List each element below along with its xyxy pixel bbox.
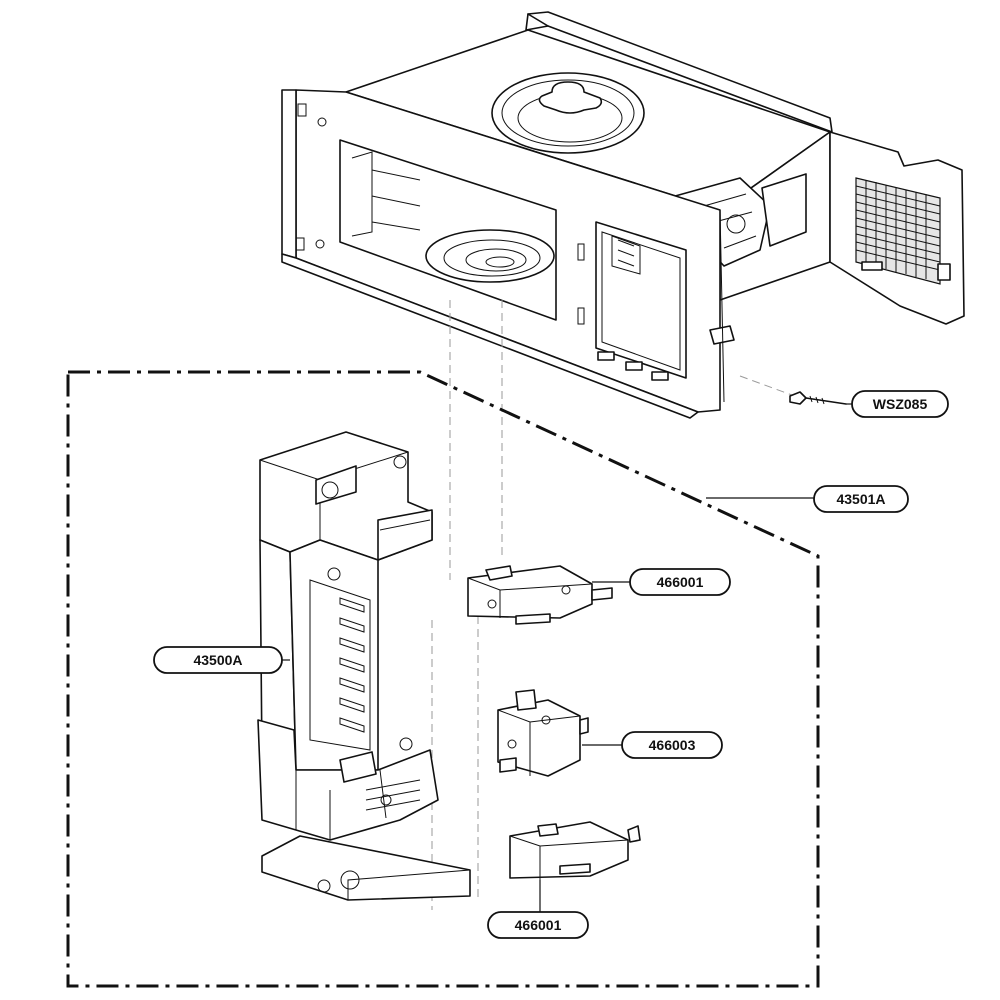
microwave-cavity-assembly [281, 11, 965, 419]
callout-label-466001-top: 466001 [657, 574, 704, 590]
callout-label-43500a: 43500A [193, 652, 242, 668]
micro-switch-466001-bottom [509, 821, 641, 880]
callout-label-466003: 466003 [649, 737, 696, 753]
door-latch-housing-43500a [257, 431, 471, 901]
callout-label-43501a: 43501A [836, 491, 885, 507]
screw-wsz085 [789, 391, 847, 405]
callout-466001-bottom: 466001 [487, 911, 589, 939]
group-boundary-43501a [66, 370, 820, 988]
callout-label-wsz085: WSZ085 [873, 396, 928, 412]
callout-43500a: 43500A [153, 646, 283, 674]
callout-466003: 466003 [621, 731, 723, 759]
callout-466001-top: 466001 [629, 568, 731, 596]
callout-wsz085: WSZ085 [851, 390, 949, 418]
micro-switch-466003 [497, 689, 589, 777]
leader-lines [282, 403, 852, 912]
micro-switch-466001-top [467, 565, 613, 625]
callout-label-466001-bottom: 466001 [515, 917, 562, 933]
callout-43501a: 43501A [813, 485, 909, 513]
